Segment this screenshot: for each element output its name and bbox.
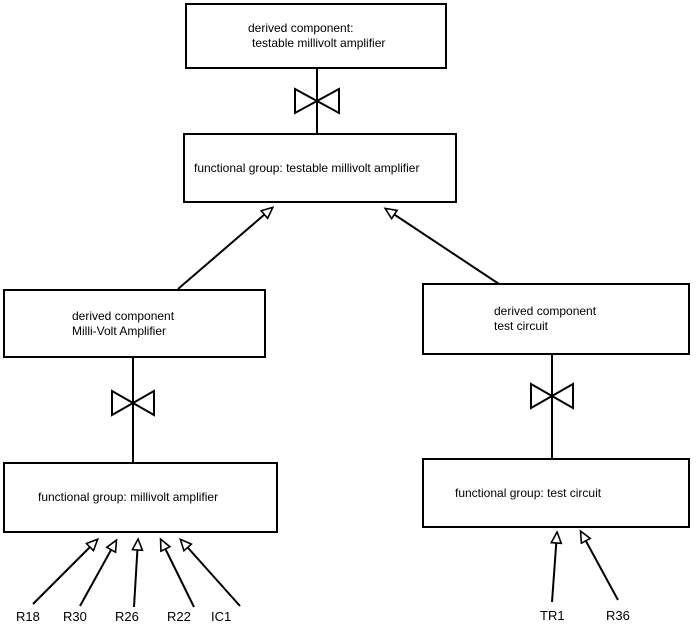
edge-r18-to-fg-mv	[32, 540, 97, 605]
leaf-label-r30: R30	[63, 609, 87, 624]
edge-r26-to-fg-mv	[134, 540, 138, 608]
leaf-label-r22: R22	[167, 609, 191, 624]
node-label-line2: testable millivolt amplifier	[252, 36, 386, 50]
node-label: functional group: test circuit	[455, 485, 602, 500]
node-fg-millivolt-amplifier: functional group: millivolt amplifier	[3, 462, 278, 533]
edge-r30-to-fg-mv	[79, 541, 116, 607]
bowtie-connector-icon-left	[111, 389, 155, 417]
bowtie-connector-icon-top	[294, 87, 340, 115]
leaf-label-r18: R18	[16, 609, 40, 624]
node-label-line1: derived component	[72, 308, 175, 323]
node-label: functional group: millivolt amplifier	[38, 490, 219, 504]
edge-tr1-to-fg-tc	[552, 533, 557, 603]
edge-r22-to-fg-mv	[161, 540, 195, 608]
node-label-line2: test circuit	[494, 319, 549, 333]
node-label-line1: derived component:	[248, 21, 354, 35]
leaf-label-r36: R36	[606, 608, 630, 623]
bowtie-connector-icon-right	[530, 382, 574, 410]
node-fg-testable-amplifier: functional group: testable millivolt amp…	[183, 133, 457, 203]
leaf-label-r26: R26	[115, 609, 139, 624]
edge-ic1-to-fg-mv	[181, 540, 241, 607]
node-fg-test-circuit: functional group: test circuit	[422, 458, 690, 528]
node-label-line2: Milli-Volt Amplifier	[72, 323, 167, 338]
edge-derived-mv-to-fg-testable	[177, 208, 272, 290]
node-derived-test-circuit: derived component test circuit	[422, 283, 690, 355]
edge-derived-tc-to-fg-testable	[386, 209, 500, 285]
node-label: functional group: testable millivolt amp…	[194, 160, 420, 175]
leaf-label-tr1: TR1	[540, 608, 565, 623]
node-derived-millivolt-amplifier: derived component Milli-Volt Amplifier	[3, 289, 266, 358]
edge-r36-to-fg-tc	[581, 532, 619, 601]
node-label-line1: derived component	[494, 304, 597, 318]
leaf-label-ic1: IC1	[211, 609, 232, 624]
node-derived-testable-amplifier: derived component: testable millivolt am…	[185, 3, 447, 69]
